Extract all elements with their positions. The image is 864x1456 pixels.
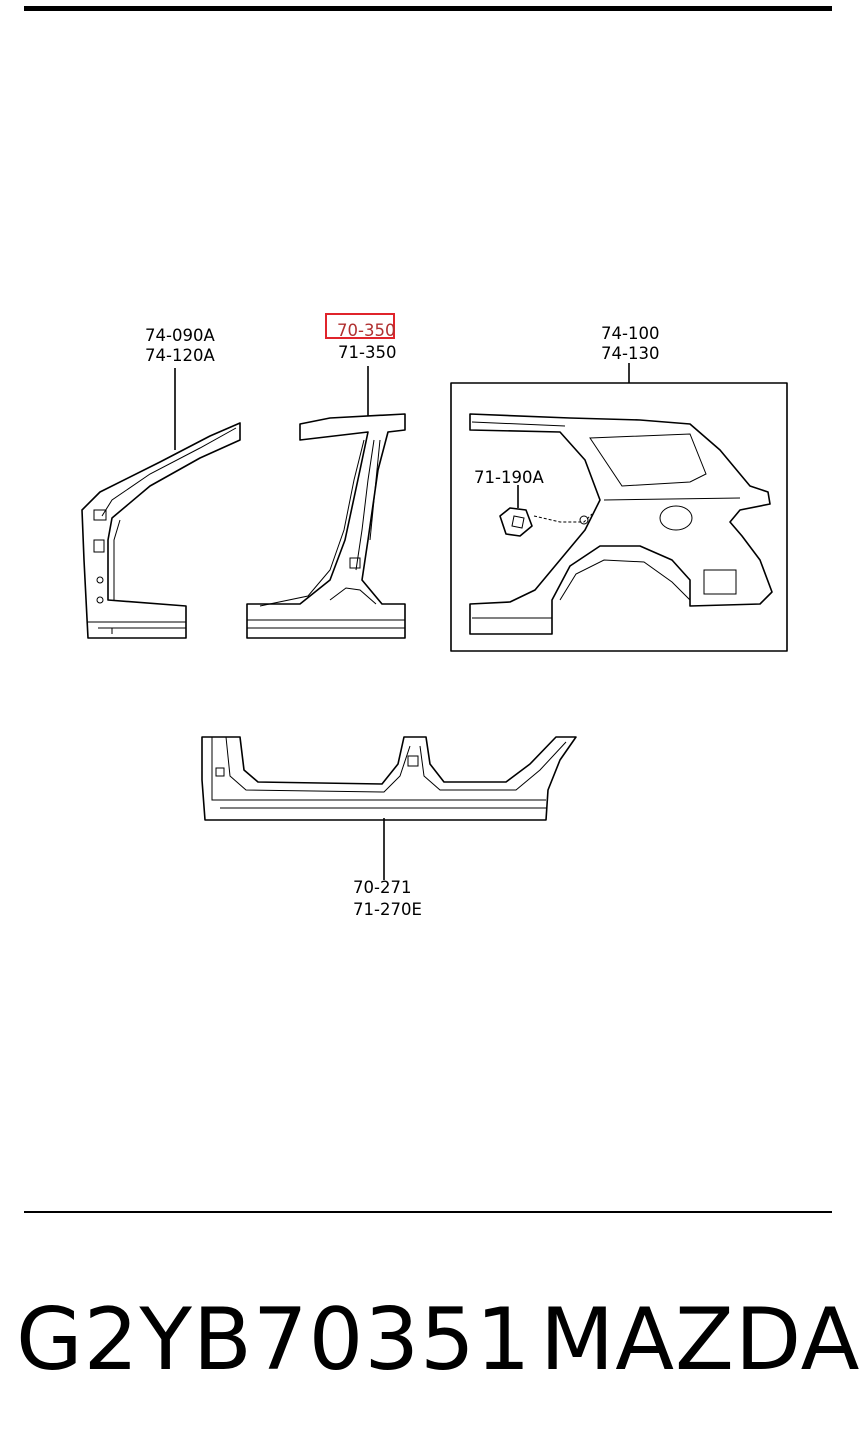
brand-name: MAZDA [540, 1290, 861, 1390]
rear-panel-frame [450, 382, 788, 652]
bottom-rule [24, 1211, 832, 1213]
side-sill-part[interactable] [201, 736, 577, 821]
front-pillar-part[interactable] [81, 422, 241, 639]
label-70-271: 70-271 [353, 878, 411, 897]
label-74-120a: 74-120A [145, 346, 215, 365]
label-71-270e: 71-270E [353, 900, 422, 919]
center-pillar-part[interactable] [246, 413, 406, 639]
highlight-box[interactable] [325, 313, 395, 339]
part-number: G2YB70351 [16, 1290, 532, 1390]
label-70-350[interactable]: 70-350 [337, 321, 395, 340]
label-74-100: 74-100 [601, 324, 659, 343]
label-74-130: 74-130 [601, 344, 659, 363]
footer: G2YB70351 MAZDA [0, 1290, 864, 1390]
label-71-190a: 71-190A [474, 468, 544, 487]
top-rule [24, 6, 832, 11]
fuel-lid-part[interactable] [499, 507, 593, 537]
label-74-090a: 74-090A [145, 326, 215, 345]
label-71-350: 71-350 [338, 343, 396, 362]
rear-side-panel-part[interactable] [469, 413, 773, 635]
